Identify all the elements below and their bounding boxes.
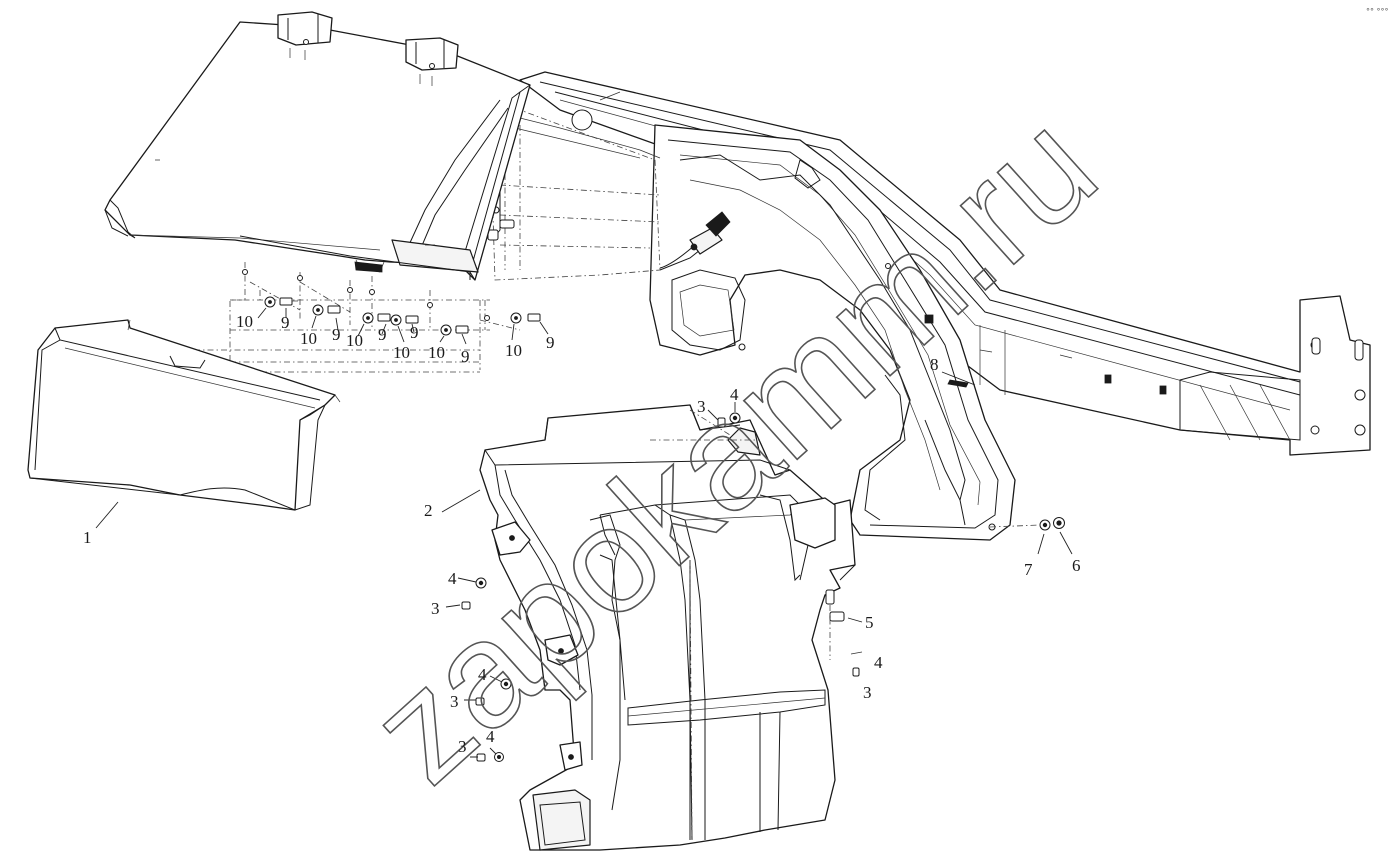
callout-9-c: 9 [378,325,387,344]
callout-6: 6 [1072,556,1081,575]
callout-1: 1 [83,528,92,547]
callout-4-left-middle: 4 [478,665,487,684]
callout-3-top: 3 [697,397,706,416]
callout-9-e: 9 [461,347,470,366]
callout-10-f: 10 [505,341,522,360]
callout-2: 2 [424,501,433,520]
callout-9-a: 9 [281,313,290,332]
callout-8: 8 [930,355,939,374]
callout-10-d: 10 [393,343,410,362]
callout-4-left-lower: 4 [486,727,495,746]
side-panel [27,319,341,511]
callout-7: 7 [1024,560,1033,579]
callout-10-a: 10 [236,312,253,331]
callout-9-b: 9 [332,325,341,344]
callout-5: 5 [865,613,874,632]
wire-connector [659,211,731,271]
callout-3-left-middle: 3 [450,692,459,711]
wheel-arch-inner-panel [649,124,1016,541]
callout-10-c: 10 [346,331,363,350]
callout-4-left-upper: 4 [448,569,457,588]
callout-10-e: 10 [428,343,445,362]
callout-4-top: 4 [730,385,739,404]
wheel-arch-liner [479,404,856,851]
callout-3-left-upper: 3 [431,599,440,618]
callout-9-d: 9 [410,323,419,342]
corner-mark: °° °°° [1366,7,1389,16]
callout-4-right: 4 [874,653,883,672]
callout-3-right: 3 [863,683,872,702]
callout-3-left-lower: 3 [458,737,467,756]
fastener-row [140,262,549,373]
callout-9-f: 9 [546,333,555,352]
callout-10-b: 10 [300,329,317,348]
small-hardware [95,402,1073,762]
callout-labels: 1 2 3 4 4 3 4 3 4 3 5 4 3 6 7 8 10 9 10 … [83,312,1081,756]
top-cover-tray [104,11,531,281]
